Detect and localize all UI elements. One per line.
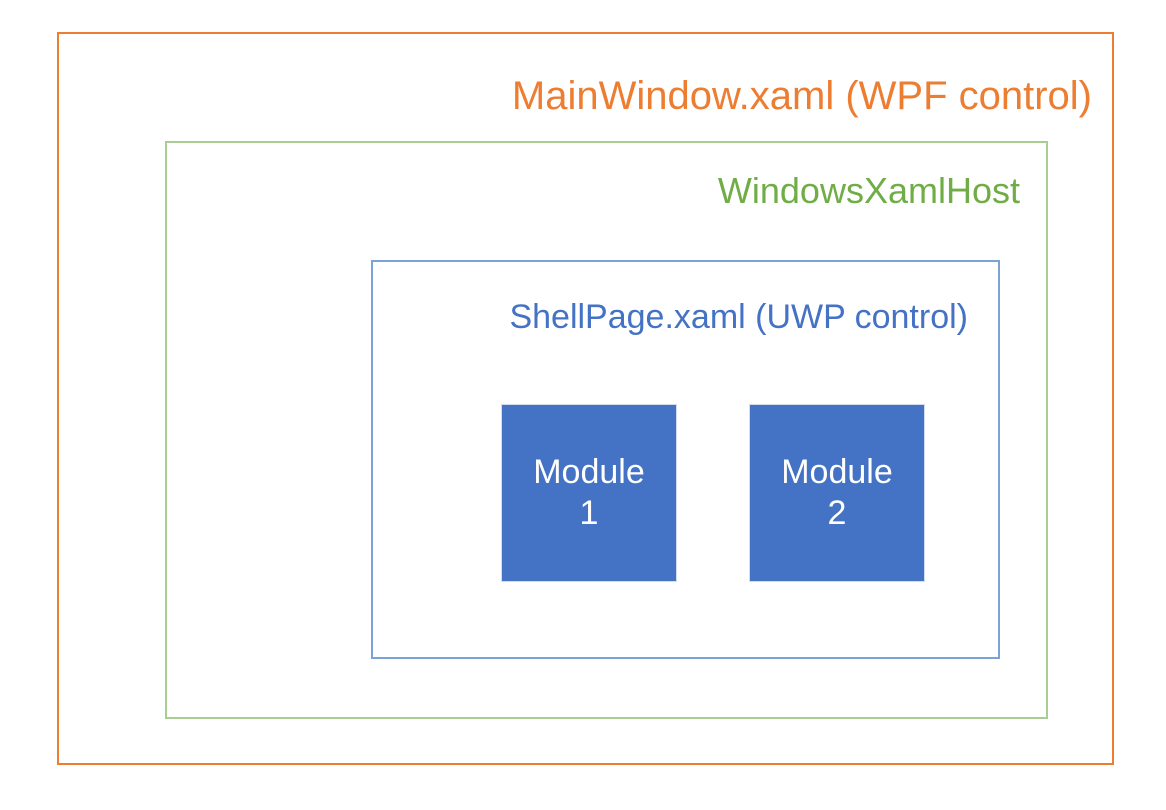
module-tile-1-number: 1 [579, 494, 599, 532]
layer-box-mainwindow: MainWindow.xaml (WPF control) [57, 32, 1114, 765]
layer-label-mainwindow: MainWindow.xaml (WPF control) [511, 74, 1092, 118]
module-tile-1: Module 1 [501, 404, 677, 582]
layer-box-windowsxamlhost: WindowsXamlHost [165, 141, 1048, 719]
layer-label-shellpage: ShellPage.xaml (UWP control) [509, 298, 968, 336]
module-tile-2: Module 2 [749, 404, 925, 582]
layer-label-windowsxamlhost: WindowsXamlHost [717, 170, 1020, 211]
module-tile-2-name: Module [781, 452, 893, 491]
module-tile-1-name: Module [533, 452, 645, 491]
layer-box-shellpage: ShellPage.xaml (UWP control) [371, 260, 1000, 659]
module-tile-2-number: 2 [827, 494, 847, 532]
